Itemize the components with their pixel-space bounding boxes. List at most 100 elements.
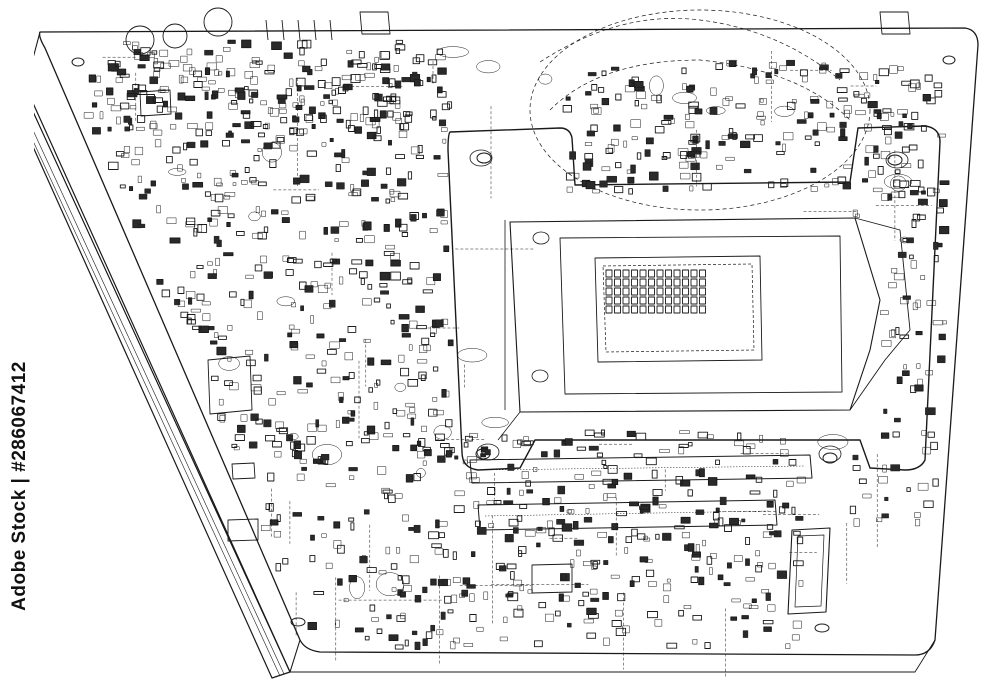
smd-component: [230, 100, 238, 105]
smd-component: [379, 51, 390, 60]
smd-component: [613, 124, 621, 132]
smd-component: [248, 441, 258, 449]
smd-component: [630, 164, 636, 174]
smd-component: [483, 591, 489, 600]
smd-component: [263, 419, 272, 428]
smd-component: [597, 87, 605, 93]
smd-component: [373, 401, 379, 410]
smd-component: [452, 577, 461, 583]
smd-component: [237, 424, 246, 433]
smd-component: [348, 124, 355, 132]
smd-component: [110, 105, 122, 112]
smd-component: [757, 111, 764, 117]
smd-component: [295, 77, 306, 87]
smd-component: [519, 489, 524, 496]
smd-component: [422, 460, 427, 466]
smd-component: [310, 315, 314, 324]
die-cell: [699, 296, 706, 305]
smd-component: [363, 431, 369, 436]
smd-component: [443, 245, 450, 252]
smd-component: [437, 67, 447, 75]
smd-component: [166, 217, 177, 224]
smd-component: [273, 531, 281, 538]
smd-component: [367, 284, 373, 290]
smd-component: [156, 278, 164, 285]
smd-component: [709, 567, 713, 575]
smd-component: [246, 359, 256, 367]
smd-component: [567, 622, 572, 628]
smd-component: [306, 195, 315, 201]
smd-component: [368, 387, 373, 393]
smd-component: [527, 589, 533, 594]
smd-component: [317, 80, 326, 89]
smd-component: [137, 175, 142, 183]
smd-component: [293, 258, 303, 264]
smd-component: [938, 333, 946, 341]
smd-component: [786, 101, 796, 111]
smd-component: [625, 536, 633, 544]
smd-component: [878, 476, 888, 484]
smd-component: [177, 300, 186, 307]
smd-component: [442, 548, 449, 558]
smd-component: [293, 177, 301, 185]
smd-component: [521, 471, 529, 479]
smd-component: [159, 86, 169, 93]
smd-component: [433, 155, 441, 160]
smd-component: [469, 433, 478, 438]
smd-component: [839, 68, 850, 73]
smd-component: [916, 82, 921, 90]
smd-component: [680, 150, 688, 159]
smd-component: [395, 154, 405, 160]
capacitor: [899, 236, 910, 244]
smd-component: [217, 206, 228, 214]
smd-component: [783, 132, 794, 141]
die-cell: [614, 287, 621, 296]
die-cell: [682, 296, 689, 305]
smd-component: [395, 39, 404, 44]
smd-component: [407, 379, 419, 387]
smd-component: [569, 151, 576, 160]
smd-component: [151, 50, 158, 55]
smd-component: [758, 98, 767, 105]
smd-component: [185, 95, 196, 101]
smd-component: [234, 434, 245, 441]
capacitor: [476, 60, 501, 74]
smd-component: [206, 111, 213, 119]
die-cell: [622, 287, 630, 296]
smd-component: [793, 530, 801, 536]
smd-component: [732, 132, 737, 140]
smd-component: [644, 149, 651, 157]
smd-component: [517, 605, 523, 612]
smd-component: [408, 344, 413, 351]
smd-component: [743, 603, 752, 609]
smd-component: [767, 604, 776, 612]
smd-component: [883, 408, 888, 414]
smd-component: [704, 642, 711, 649]
smd-component: [645, 569, 655, 577]
smd-component: [333, 521, 341, 529]
smd-component: [347, 326, 357, 333]
smd-component: [710, 553, 717, 559]
smd-component: [562, 105, 572, 113]
smd-component: [251, 180, 260, 185]
smd-component: [888, 282, 897, 289]
smd-component: [192, 325, 202, 331]
die-cell: [605, 296, 613, 305]
smd-component: [215, 257, 220, 266]
smd-component: [396, 547, 401, 554]
smd-component: [193, 81, 203, 88]
die-cell: [682, 305, 689, 314]
smd-component: [596, 452, 603, 458]
smd-component: [796, 119, 807, 124]
smd-component: [614, 185, 624, 194]
smd-component: [371, 119, 380, 129]
capacitor: [433, 425, 452, 440]
smd-component: [305, 115, 314, 123]
smd-component: [317, 284, 328, 293]
smd-component: [914, 384, 924, 392]
smd-component: [836, 87, 848, 93]
smd-component: [349, 268, 358, 275]
smd-component: [937, 133, 946, 138]
smd-component: [366, 567, 377, 574]
smd-component: [257, 311, 263, 320]
